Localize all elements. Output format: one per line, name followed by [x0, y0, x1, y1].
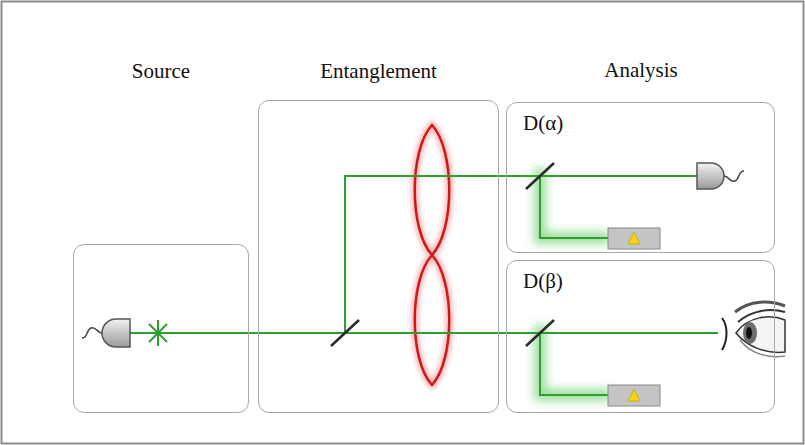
beam-splitter: [331, 163, 554, 346]
beam-link: [499, 332, 506, 334]
panel-heading: Entanglement: [259, 59, 498, 84]
operator-label: D(β): [523, 269, 563, 294]
beam-link: [249, 332, 258, 334]
observer-eye: [722, 302, 785, 357]
laser-beam: [130, 176, 718, 395]
panel-heading: Source: [74, 59, 248, 84]
panel-box: Source: [73, 244, 249, 413]
section-heading: Analysis: [604, 58, 678, 83]
cavity-mode: [415, 125, 450, 385]
emission-star: [145, 320, 171, 346]
local-oscillator: [608, 228, 660, 406]
photo-detector: [697, 163, 744, 189]
panel-box: D(β): [506, 260, 775, 413]
beam-link: [499, 175, 506, 177]
panel-box: Entanglement: [258, 100, 499, 413]
panel-box: D(α): [506, 102, 775, 253]
source-detector: [82, 319, 130, 347]
operator-label: D(α): [523, 111, 563, 136]
